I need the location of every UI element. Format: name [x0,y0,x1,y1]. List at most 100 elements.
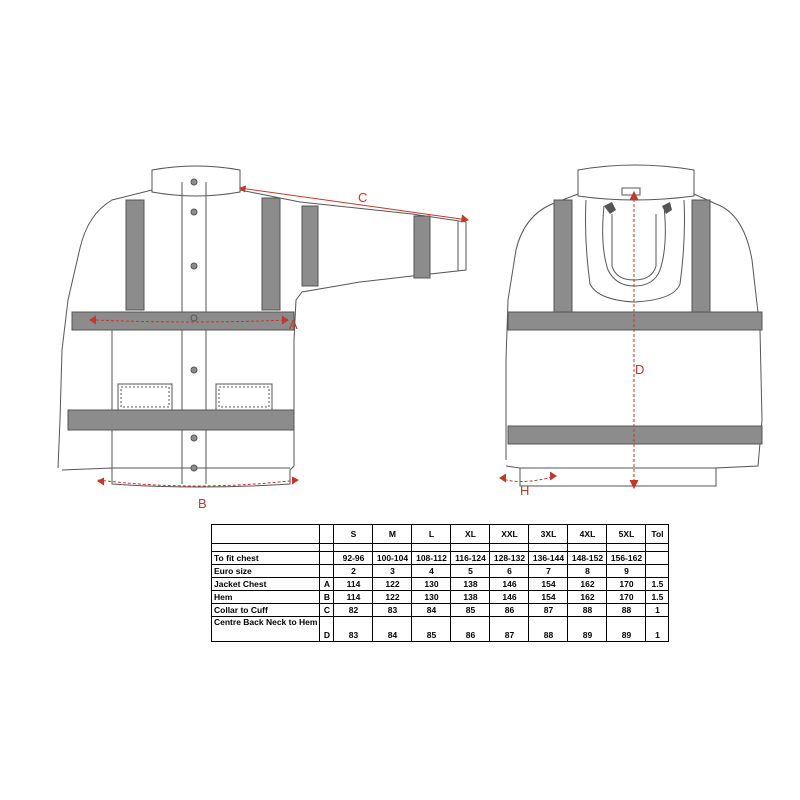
table-cell: 88 [567,603,608,617]
table-cell: 85 [411,616,452,642]
row-key [319,564,335,578]
dimension-lines [89,185,639,490]
table-cell: 89 [606,616,647,642]
size-header: 5XL [606,524,647,544]
front-reflective-bands [67,197,431,431]
table-cell: 6 [489,564,530,578]
size-header: XXL [489,524,530,544]
row-label: Jacket Chest [210,577,321,591]
size-chart-table: S M L XL XXL 3XL 4XL 5XL Tol To fit ches… [210,524,670,642]
table-cell: 108-112 [411,551,452,565]
row-key [319,551,335,565]
row-label: Hem [210,590,321,604]
dim-h-line [499,475,557,482]
back-body-outline [505,193,763,487]
table-cell: 130 [411,590,452,604]
table-cell: 89 [567,616,608,642]
table-cell: 138 [450,590,491,604]
row-key: A [319,577,335,591]
table-cell: 148-152 [567,551,608,565]
dim-c-line [239,187,469,221]
size-header: 3XL [528,524,569,544]
table-cell: 8 [567,564,608,578]
hood-pouch [585,199,685,303]
table-cell: 116-124 [450,551,491,565]
table-cell: 87 [489,616,530,642]
table-row: Collar to Cuff C 82 83 84 85 86 87 88 88… [210,603,670,617]
tol-cell: 1 [645,616,670,642]
dim-a-line [95,319,289,323]
row-label: Euro size [210,564,321,578]
dim-label-c: C [358,190,367,205]
row-key: B [319,590,335,604]
right-pocket [215,383,273,411]
size-header: XL [450,524,491,544]
row-label: To fit chest [210,551,321,565]
back-reflective-bands [507,199,763,445]
table-cell: 122 [372,590,413,604]
size-header: M [372,524,413,544]
front-body-outline [57,189,467,488]
table-cell: 156-162 [606,551,647,565]
table-cell: 84 [372,616,413,642]
size-header: L [411,524,452,544]
table-cell: 83 [333,616,374,642]
row-label: Collar to Cuff [210,603,321,617]
table-cell: 170 [606,577,647,591]
table-cell: 128-132 [489,551,530,565]
dimension-text: A B C D H [198,190,644,511]
front-buttons [190,178,198,472]
table-cell: 4 [411,564,452,578]
table-cell: 122 [372,577,413,591]
table-cell: 114 [333,577,374,591]
table-cell: 5 [450,564,491,578]
dim-label-a: A [289,317,298,332]
table-cell: 88 [606,603,647,617]
table-row: To fit chest 92-96 100-104 108-112 116-1… [210,551,670,565]
table-cell: 7 [528,564,569,578]
left-pocket [117,383,173,411]
dim-label-h: H [520,483,529,498]
table-cell: 154 [528,590,569,604]
table-cell: 92-96 [333,551,374,565]
back-collar [577,164,695,201]
size-header-row: S M L XL XXL 3XL 4XL 5XL Tol [210,524,670,544]
front-collar [151,165,241,197]
dim-label-b: B [198,496,207,511]
table-cell: 86 [450,616,491,642]
spacer-row [210,543,670,552]
dim-label-d: D [635,362,644,377]
table-cell: 130 [411,577,452,591]
size-header: 4XL [567,524,608,544]
row-key: D [319,616,335,642]
table-cell: 138 [450,577,491,591]
table-cell: 87 [528,603,569,617]
table-row: Euro size 2 3 4 5 6 7 8 9 [210,564,670,578]
table-cell: 84 [411,603,452,617]
table-cell: 83 [372,603,413,617]
table-cell: 82 [333,603,374,617]
back-toggles [604,202,672,214]
table-cell: 85 [450,603,491,617]
tol-header: Tol [645,524,670,544]
tol-cell [645,564,670,578]
table-cell: 86 [489,603,530,617]
table-cell: 9 [606,564,647,578]
jacket-front-view [57,165,467,488]
row-key: C [319,603,335,617]
table-cell: 88 [528,616,569,642]
size-header: S [333,524,374,544]
table-cell: 162 [567,577,608,591]
table-cell: 136-144 [528,551,569,565]
row-label: Centre Back Neck to Hem [210,616,321,642]
table-cell: 2 [333,564,374,578]
tol-cell [645,551,670,565]
table-row: Jacket Chest A 114 122 130 138 146 154 1… [210,577,670,591]
table-cell: 146 [489,577,530,591]
table-cell: 146 [489,590,530,604]
tol-cell: 1.5 [645,577,670,591]
table-cell: 154 [528,577,569,591]
table-cell: 3 [372,564,413,578]
table-row: Hem B 114 122 130 138 146 154 162 170 1.… [210,590,670,604]
table-row: Centre Back Neck to Hem D 83 84 85 86 87… [210,616,670,642]
